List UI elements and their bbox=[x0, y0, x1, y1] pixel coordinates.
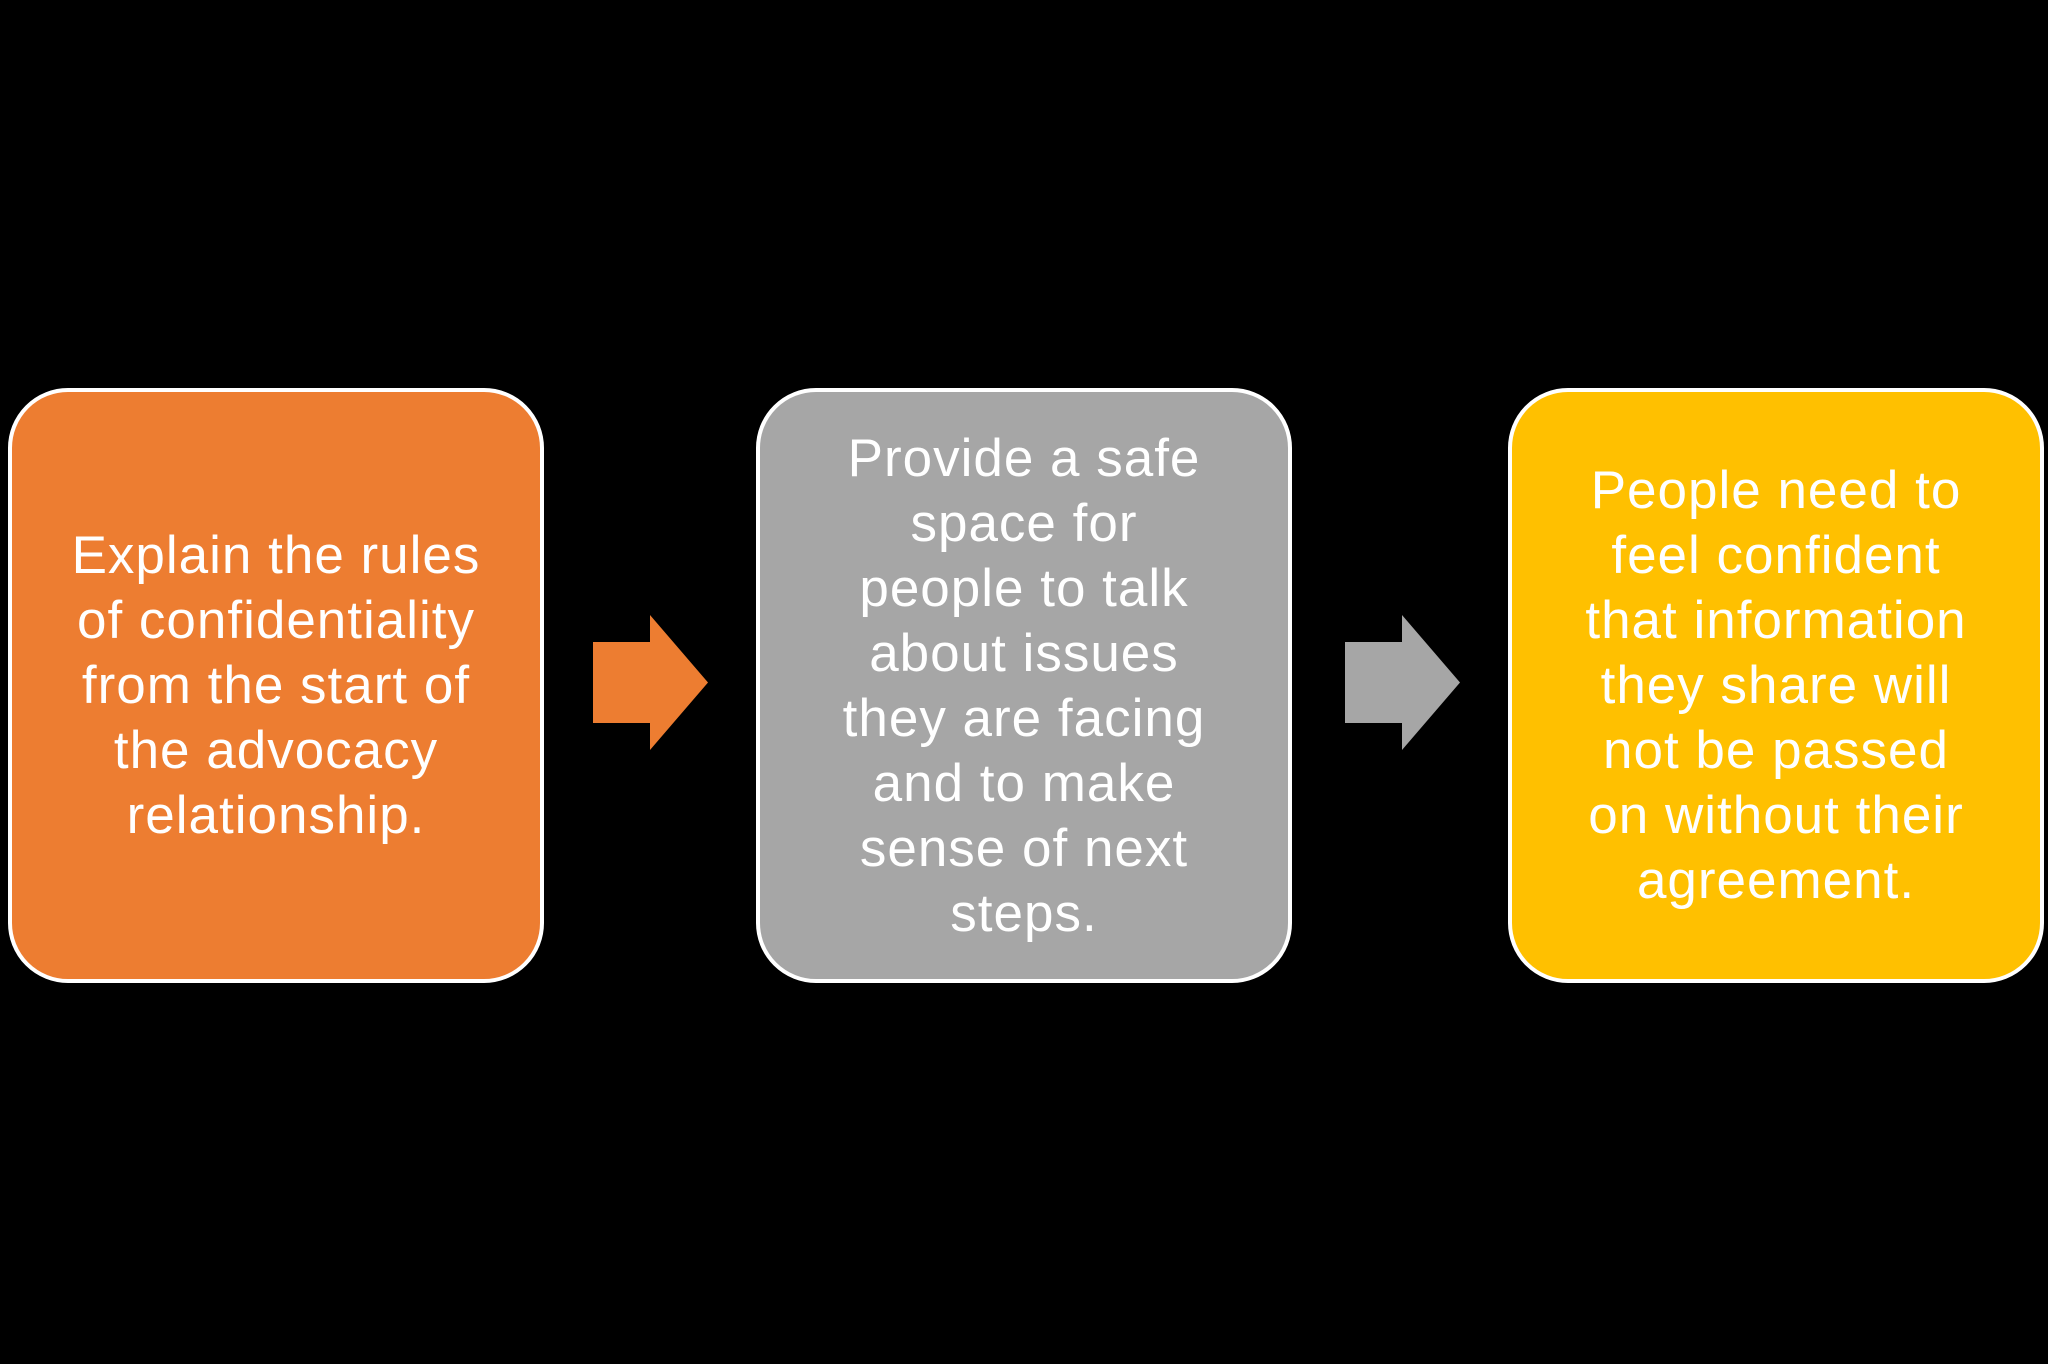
step-3-text-line: that information bbox=[1585, 591, 1967, 650]
step-1-text-line: relationship. bbox=[126, 786, 426, 845]
step-3-text-line: agreement. bbox=[1636, 851, 1916, 910]
step-3-text-line: feel confident bbox=[1611, 526, 1941, 585]
step-box-2: Provide a safe space for people to talk … bbox=[756, 388, 1292, 983]
step-2-text-line: steps. bbox=[950, 883, 1098, 943]
step-1-text-line: Explain the rules bbox=[71, 526, 481, 585]
step-2-text-line: about issues bbox=[869, 623, 1179, 683]
step-3-text-line: they share will bbox=[1600, 656, 1952, 715]
right-arrow-icon bbox=[593, 615, 708, 750]
step-2-text-line: Provide a safe bbox=[847, 428, 1201, 488]
step-1-text-line: the advocacy bbox=[113, 721, 439, 780]
step-3-text-line: on without their bbox=[1588, 786, 1964, 845]
step-2-text-line: they are facing bbox=[842, 688, 1206, 748]
step-box-1: Explain the rules of confidentiality fro… bbox=[8, 388, 544, 983]
step-2-text-line: sense of next bbox=[859, 818, 1189, 878]
step-2-text-line: space for bbox=[910, 493, 1138, 553]
step-2-text-line: and to make bbox=[872, 753, 1176, 813]
step-3-text-line: not be passed bbox=[1603, 721, 1949, 780]
step-3-text-line: People need to bbox=[1590, 461, 1962, 520]
step-box-3: People need to feel confident that infor… bbox=[1508, 388, 2044, 983]
step-1-text-line: from the start of bbox=[81, 656, 471, 715]
step-2-text-line: people to talk bbox=[859, 558, 1189, 618]
step-1-text-line: of confidentiality bbox=[76, 591, 476, 650]
right-arrow-icon bbox=[1345, 615, 1460, 750]
